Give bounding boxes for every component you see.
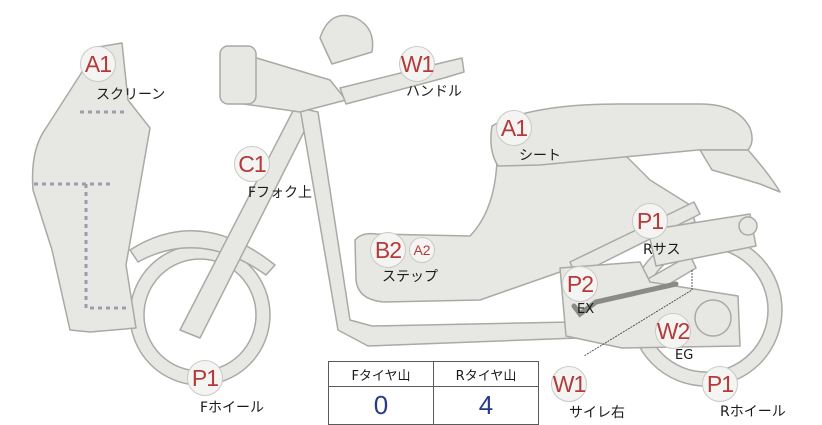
badge-rsus[interactable]: P1 [632, 203, 668, 239]
label-fork: Fフォク上 [248, 185, 313, 201]
exhaust-pipe-shape [571, 281, 679, 318]
label-seat: シート [519, 148, 561, 164]
label-step: ステップ [382, 269, 438, 285]
label-rwheel: Rホイール [720, 404, 786, 420]
badge-ex[interactable]: P2 [562, 266, 598, 302]
header-rear-tread: Rタイヤ山 [433, 361, 539, 387]
label-muffler: サイレ右 [569, 405, 625, 421]
rear-body-shape [354, 149, 696, 303]
label-rsus: Rサス [643, 242, 681, 258]
headlight-shape [219, 45, 257, 105]
label-ex: EX [577, 302, 595, 317]
front-fender-shape [129, 230, 276, 276]
mirror-shape [319, 14, 374, 65]
badge-fwheel[interactable]: P1 [187, 360, 223, 396]
badge-muffler[interactable]: W1 [551, 366, 587, 402]
value-rear-tread[interactable]: 4 [433, 386, 539, 425]
tire-tread-table: Fタイヤ山 Rタイヤ山 0 4 [328, 361, 539, 425]
badge-fork[interactable]: C1 [234, 146, 270, 182]
label-screen: スクリーン [96, 87, 166, 103]
label-handle: ハンドル [406, 84, 462, 100]
badge-handle[interactable]: W1 [399, 46, 435, 82]
engine-shape [559, 261, 741, 349]
leg-shield-shape [31, 42, 151, 333]
header-front-tread: Fタイヤ山 [328, 361, 434, 387]
seat-shape [490, 103, 753, 167]
badge-eg[interactable]: W2 [655, 313, 691, 349]
badge-seat[interactable]: A1 [496, 110, 532, 146]
label-eg: EG [675, 348, 694, 363]
label-fwheel: Fホイール [200, 400, 265, 416]
tail-shape [699, 149, 781, 193]
leader-line [583, 270, 693, 357]
value-front-tread[interactable]: 0 [328, 386, 434, 425]
badge-step-secondary[interactable]: A2 [409, 237, 435, 263]
badge-step[interactable]: B2 [370, 232, 406, 268]
badge-screen[interactable]: A1 [80, 46, 116, 82]
badge-rwheel[interactable]: P1 [702, 366, 738, 402]
